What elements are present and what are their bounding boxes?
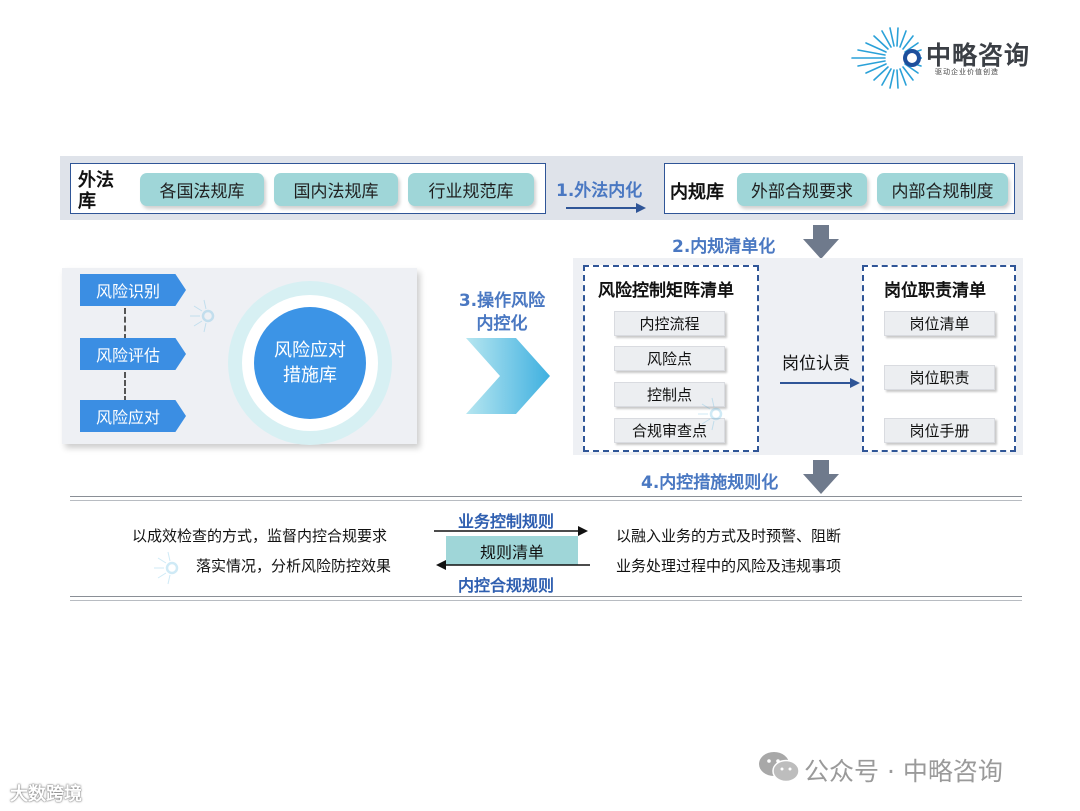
arrow-left-icon xyxy=(436,560,590,570)
matrix-item-1: 风险点 xyxy=(614,346,725,371)
external-item-2: 行业规范库 xyxy=(408,173,534,206)
rule-bottom-label: 内控合规规则 xyxy=(458,576,555,595)
risk-connector xyxy=(124,372,126,402)
rule-list-box: 规则清单 xyxy=(446,536,578,565)
duty-title: 岗位职责清单 xyxy=(884,281,986,301)
risk-tag-identify: 风险识别 xyxy=(80,274,186,306)
bottom-left-line1: 以成效检查的方式，监督内控合规要求 xyxy=(132,527,388,545)
step4-label: 4.内控措施规则化 xyxy=(641,473,779,493)
arrow-down-icon xyxy=(803,460,839,494)
external-item-1: 国内法规库 xyxy=(274,173,398,206)
divider-top-thin xyxy=(70,500,1022,501)
divider-bottom xyxy=(70,596,1022,597)
sunburst-logo-icon xyxy=(851,27,922,89)
step2-label: 2.内规清单化 xyxy=(672,237,776,257)
arrow-right-icon xyxy=(566,203,646,213)
sunburst-logo-icon xyxy=(698,397,723,431)
duty-item-1: 岗位职责 xyxy=(884,365,995,390)
external-item-0: 各国法规库 xyxy=(140,173,264,206)
arrow-down-icon xyxy=(803,225,839,259)
matrix-title: 风险控制矩阵清单 xyxy=(598,281,734,301)
risk-tag-assess: 风险评估 xyxy=(80,338,186,370)
step1-label: 1.外法内化 xyxy=(556,181,643,201)
brand-name: 中略咨询 xyxy=(926,41,1031,70)
risk-connector xyxy=(124,308,126,340)
external-law-label: 外法库 xyxy=(78,170,114,212)
bottom-right-line2: 业务处理过程中的风险及违规事项 xyxy=(616,557,842,575)
internal-item-0: 外部合规要求 xyxy=(737,173,867,206)
wechat-account-label: 公众号 · 中略咨询 xyxy=(804,757,1003,786)
brand-slogan: 驱动企业价值创造 xyxy=(935,68,999,76)
internal-rule-label: 内规库 xyxy=(670,182,724,203)
chevron-right-icon xyxy=(466,338,550,414)
gangwei-link-label: 岗位认责 xyxy=(782,354,850,374)
sunburst-logo-icon xyxy=(154,551,179,585)
wechat-icon xyxy=(759,752,800,783)
matrix-item-3: 合规审查点 xyxy=(614,418,725,443)
measure-library-label: 风险应对措施库 xyxy=(274,340,346,386)
measure-library-circle: 风险应对措施库 xyxy=(254,307,366,419)
matrix-item-0: 内控流程 xyxy=(614,311,725,336)
internal-item-1: 内部合规制度 xyxy=(877,173,1008,206)
arrow-right-icon xyxy=(780,378,860,388)
duty-item-2: 岗位手册 xyxy=(884,418,995,443)
step3-label: 3.操作风险内控化 xyxy=(458,291,546,334)
risk-tag-respond: 风险应对 xyxy=(80,400,186,432)
matrix-item-2: 控制点 xyxy=(614,382,725,407)
divider-top xyxy=(70,496,1022,497)
arrow-right-icon xyxy=(434,526,588,536)
divider-bottom-thin xyxy=(70,600,1022,601)
corner-watermark: 大数跨境 xyxy=(10,784,82,805)
sunburst-logo-icon xyxy=(190,299,215,333)
duty-item-0: 岗位清单 xyxy=(884,311,995,336)
bottom-left-line2: 落实情况，分析风险防控效果 xyxy=(196,557,392,575)
rule-top-label: 业务控制规则 xyxy=(458,512,555,531)
bottom-right-line1: 以融入业务的方式及时预警、阻断 xyxy=(616,527,842,545)
